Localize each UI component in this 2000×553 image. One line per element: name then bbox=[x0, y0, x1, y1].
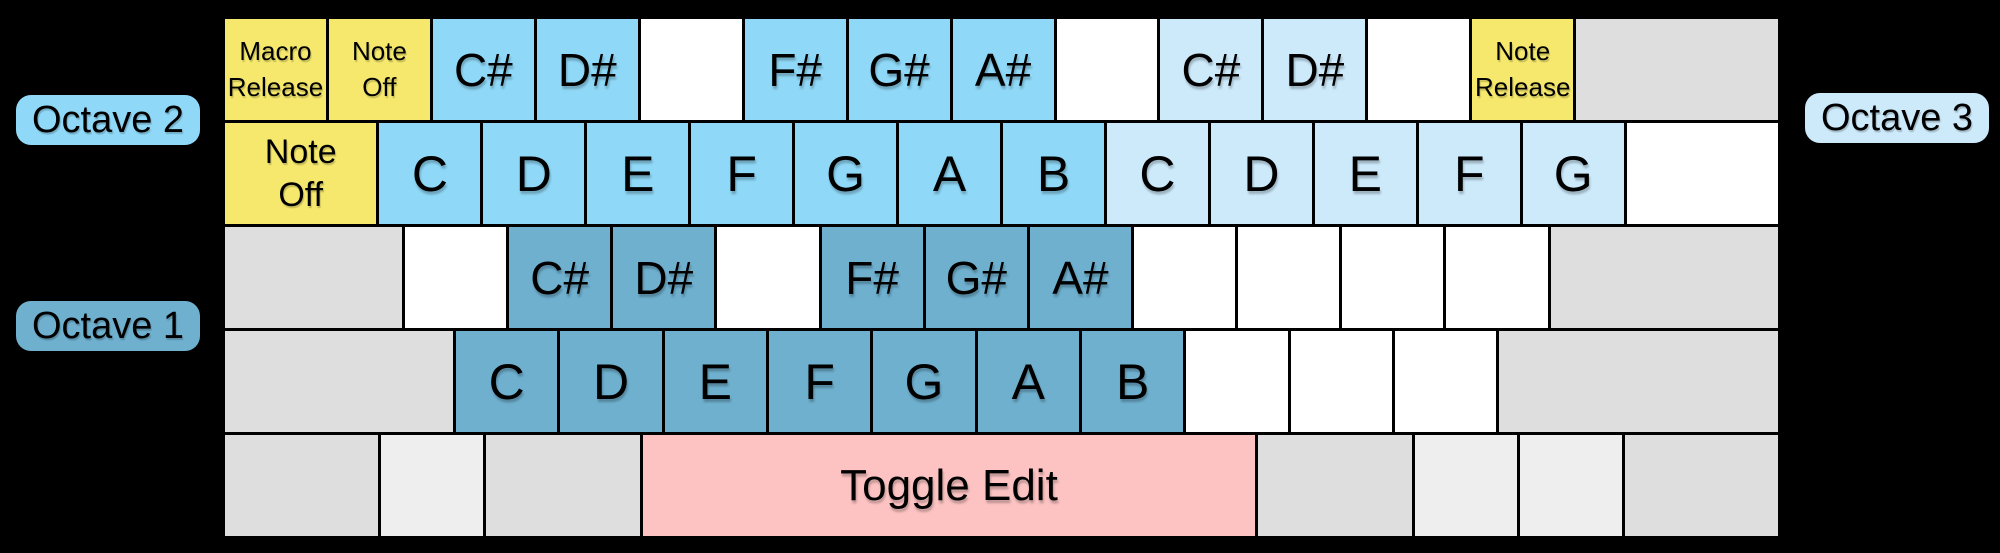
key-e-octave-1: E bbox=[664, 331, 766, 432]
key-a-sharp-octave-2: A# bbox=[952, 19, 1054, 120]
key-blank bbox=[1056, 19, 1158, 120]
key-g-octave-1: G bbox=[873, 331, 975, 432]
key-modifier-blank bbox=[1550, 227, 1779, 328]
key-c-octave-1: C bbox=[456, 331, 558, 432]
key-d-octave-2: D bbox=[483, 123, 585, 224]
key-blank bbox=[1342, 227, 1444, 328]
key-modifier-blank bbox=[1414, 435, 1517, 536]
key-c-sharp-octave-2: C# bbox=[432, 19, 534, 120]
keyboard-row-3: C#D# F#G#A# bbox=[225, 227, 1779, 328]
key-modifier-blank bbox=[1519, 435, 1622, 536]
key-modifier-blank bbox=[225, 331, 453, 432]
key-f-octave-1: F bbox=[768, 331, 871, 432]
key-f-octave-2: F bbox=[691, 123, 793, 224]
key-modifier-blank bbox=[1576, 19, 1779, 120]
key-g-octave-2: G bbox=[795, 123, 897, 224]
key-blank bbox=[717, 227, 819, 328]
key-c-octave-2: C bbox=[379, 123, 481, 224]
key-blank bbox=[1626, 123, 1779, 224]
key-d-sharp-octave-2: D# bbox=[536, 19, 638, 120]
key-blank bbox=[1238, 227, 1340, 328]
key-b-octave-2: B bbox=[1003, 123, 1104, 224]
key-a-sharp-octave-1: A# bbox=[1029, 227, 1131, 328]
key-b-octave-1: B bbox=[1081, 331, 1184, 432]
key-modifier-blank bbox=[225, 435, 379, 536]
key-toggle-edit: Toggle Edit bbox=[642, 435, 1256, 536]
key-d-octave-3: D bbox=[1210, 123, 1312, 224]
key-e-octave-3: E bbox=[1314, 123, 1416, 224]
key-modifier-blank bbox=[1624, 435, 1779, 536]
octave-3-label: Octave 3 bbox=[1805, 93, 1989, 143]
key-modifier-blank bbox=[225, 227, 402, 328]
key-note-release: Note Release bbox=[1472, 19, 1574, 120]
key-modifier-blank bbox=[1499, 331, 1778, 432]
key-blank bbox=[1133, 227, 1236, 328]
key-e-octave-2: E bbox=[587, 123, 689, 224]
key-g-octave-3: G bbox=[1522, 123, 1624, 224]
key-d-sharp-octave-1: D# bbox=[613, 227, 715, 328]
key-c-sharp-octave-1: C# bbox=[509, 227, 611, 328]
key-f-sharp-octave-1: F# bbox=[821, 227, 923, 328]
key-c-octave-3: C bbox=[1106, 123, 1208, 224]
key-blank bbox=[1446, 227, 1548, 328]
keyboard-row-5: Toggle Edit bbox=[225, 435, 1779, 536]
key-modifier-blank bbox=[1258, 435, 1412, 536]
key-blank bbox=[1186, 331, 1288, 432]
key-blank bbox=[640, 19, 742, 120]
key-d-sharp-octave-3: D# bbox=[1264, 19, 1366, 120]
key-blank bbox=[1290, 331, 1392, 432]
key-c-sharp-octave-3: C# bbox=[1160, 19, 1262, 120]
key-a-octave-2: A bbox=[899, 123, 1001, 224]
key-note-off: Note Off bbox=[328, 19, 430, 120]
key-g-sharp-octave-1: G# bbox=[925, 227, 1027, 328]
key-f-sharp-octave-2: F# bbox=[744, 19, 846, 120]
key-blank bbox=[404, 227, 507, 328]
key-note-off: Note Off bbox=[225, 123, 377, 224]
key-f-octave-3: F bbox=[1418, 123, 1520, 224]
key-d-octave-1: D bbox=[560, 331, 662, 432]
key-modifier-blank bbox=[486, 435, 640, 536]
octave-2-label: Octave 2 bbox=[16, 95, 200, 145]
key-macro-release: Macro Release bbox=[225, 19, 326, 120]
key-blank bbox=[1368, 19, 1470, 120]
octave-1-label: Octave 1 bbox=[16, 301, 200, 351]
key-a-octave-1: A bbox=[977, 331, 1079, 432]
key-g-sharp-octave-2: G# bbox=[848, 19, 950, 120]
key-blank bbox=[1394, 331, 1497, 432]
key-modifier-blank bbox=[381, 435, 484, 536]
